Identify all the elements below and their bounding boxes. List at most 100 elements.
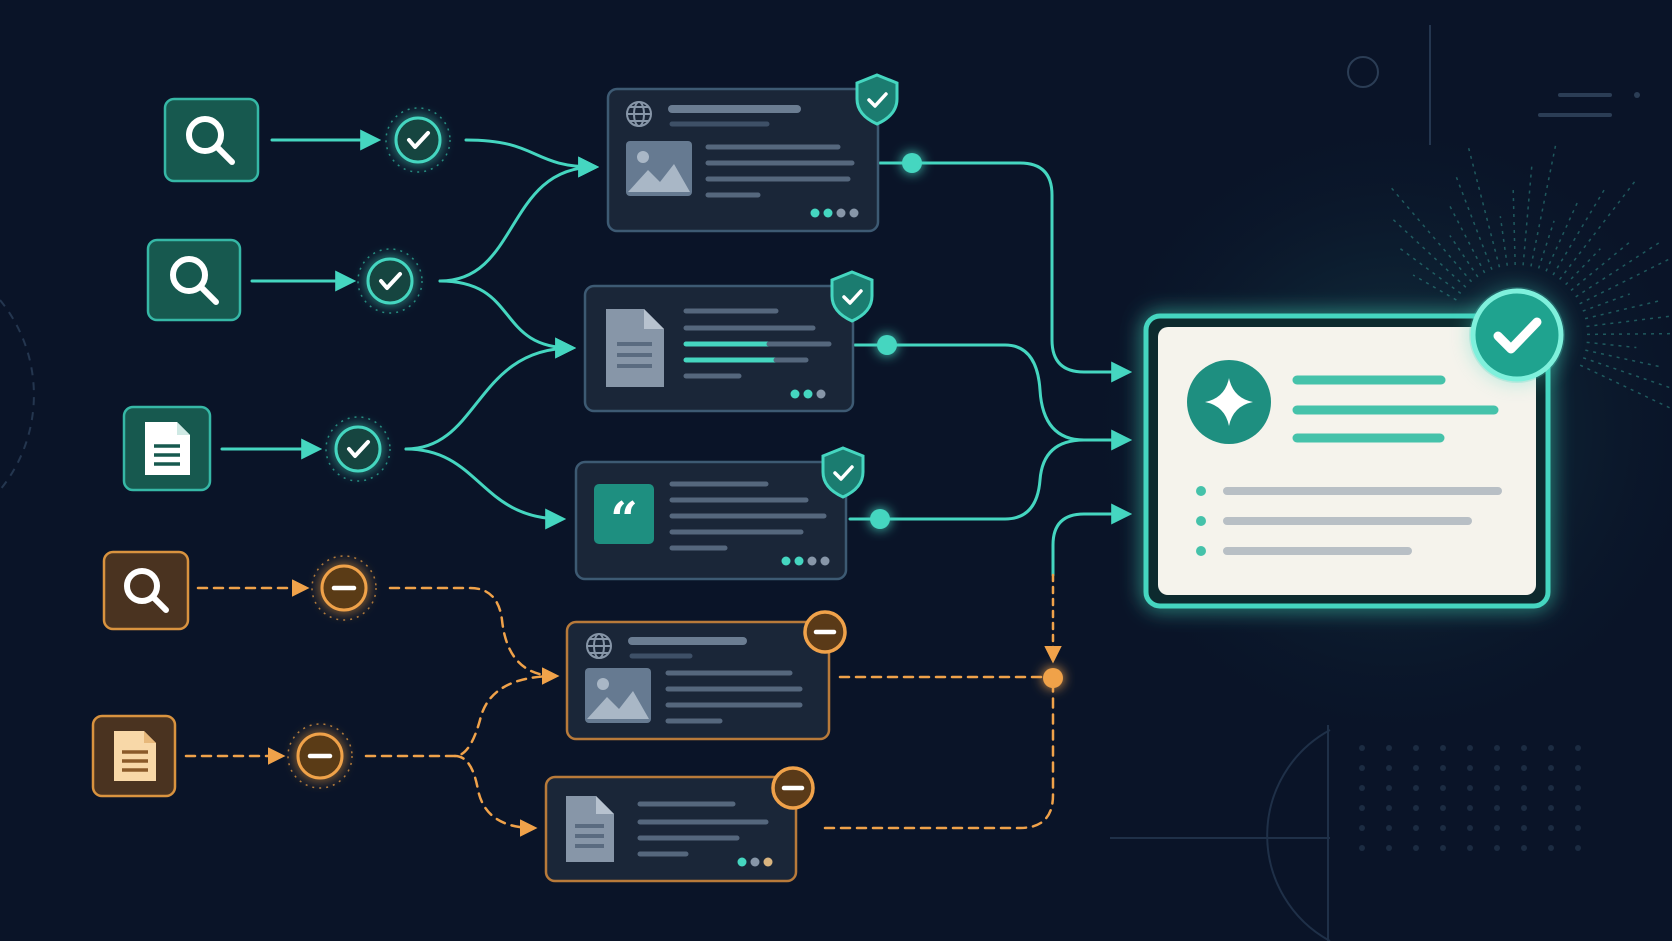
check-node [385,107,451,173]
grid-dot [1494,745,1500,751]
grid-dot [1413,785,1419,791]
verified-badge [1469,287,1565,383]
grid-dot [1521,825,1527,831]
grid-dot [1494,825,1500,831]
excluded-connector [388,586,560,685]
glow-ray [1582,357,1672,390]
image-icon [626,141,692,196]
connector-endpoints [870,153,1063,688]
glow-ray [1449,235,1479,278]
grid-dot [1521,745,1527,751]
grid-dot [1548,785,1554,791]
grid-dot [1575,765,1581,771]
grid-dot [1548,765,1554,771]
grid-dot [1359,765,1365,771]
grid-dot [1386,745,1392,751]
grid-dot [1386,805,1392,811]
pagination-dots [737,857,773,867]
connector [404,337,577,451]
endpoint-dot [870,509,890,529]
glow-ray [1586,341,1637,349]
sparkle-icon [1187,360,1271,444]
grid-dot [1575,805,1581,811]
source-nodes [91,97,260,798]
grid-dot [1413,825,1419,831]
evidence-card-document-1 [583,270,874,413]
connector [878,161,1133,383]
evidence-card-quote-1: “ [574,446,865,581]
shield-check-icon [855,73,899,126]
minus-badge [771,766,815,810]
result-bullets [1196,486,1502,556]
grid-dot [1440,805,1446,811]
grid-dot [1359,805,1365,811]
result-card [1143,287,1565,609]
glow-ray [1392,218,1467,288]
evidence-card-web-1 [606,73,899,233]
grid-dot [1440,825,1446,831]
grid-dot [1467,825,1473,831]
status-nodes [287,107,451,789]
pagination-dots [790,389,826,399]
endpoint-dot [902,153,922,173]
search-icon [170,256,219,305]
grid-dot [1494,805,1500,811]
connector [438,156,600,283]
connector [404,447,567,530]
grid-dot [1494,785,1500,791]
pagination-dots [810,208,859,218]
globe-icon [626,101,652,127]
check-node [325,416,391,482]
grid-dot [1386,765,1392,771]
shield-check-icon [821,446,865,499]
glow-ray [1530,143,1557,267]
shield-check-icon [830,270,874,323]
grid-dot [1548,745,1554,751]
grid-dot [1467,765,1473,771]
grid-dot [1440,785,1446,791]
pagination-dots [781,556,830,566]
grid-dot [1575,745,1581,751]
grid-dot [1386,785,1392,791]
glow-ray [1467,146,1501,268]
globe-icon [586,633,612,659]
search-icon [124,568,169,613]
evidence-cards: “ [544,73,899,883]
glow-rays [1389,143,1672,410]
document-icon [114,731,156,781]
connector [848,438,1086,521]
endpoint-dot [877,335,897,355]
glow-ray [1537,220,1555,269]
grid-dot [1359,825,1365,831]
grid-dot [1521,785,1527,791]
grid-dot [1413,845,1419,851]
grid-dot [1521,805,1527,811]
glow-ray [1559,179,1637,280]
minus-node [311,555,377,621]
svg-text:“: “ [610,492,638,548]
grid-dot [1467,805,1473,811]
minus-badge [803,610,847,654]
glow-ray [1586,315,1672,328]
evidence-card-document-2 [544,766,815,883]
check-icon [407,131,430,149]
glow-ray [1499,216,1509,266]
evidence-card-web-2 [565,610,847,741]
source-document-2 [91,714,177,798]
source-search-2 [146,238,242,322]
grid-dot [1521,845,1527,851]
grid-dot [1467,785,1473,791]
check-icon [347,440,370,458]
connector [464,138,600,178]
connector [438,279,577,359]
excluded-connector [823,675,1055,830]
grid-dot [1413,765,1419,771]
grid-dot [1548,845,1554,851]
source-document-1 [122,405,212,492]
source-search-1 [163,97,260,183]
glow-ray [1575,241,1660,298]
source-search-3 [102,550,190,631]
grid-dot [1359,785,1365,791]
excluded-connector [364,674,558,758]
